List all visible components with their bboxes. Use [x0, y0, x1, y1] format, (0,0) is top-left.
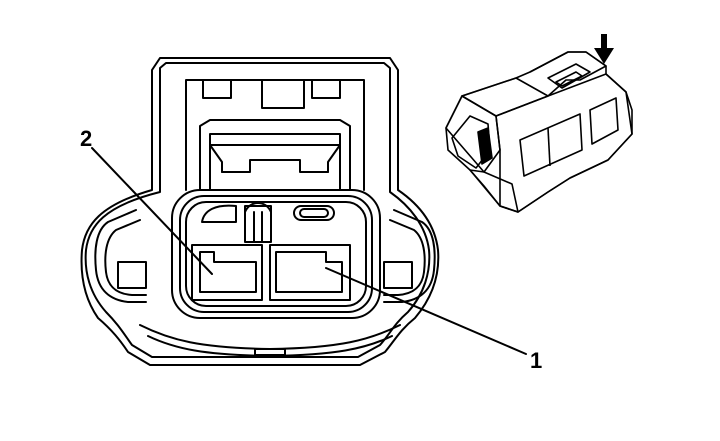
- top-lock-notch-center: [261, 79, 305, 109]
- key-slot-left: [201, 204, 237, 223]
- right-latch-wing-inner: [383, 219, 426, 296]
- callout-label-1: 1: [530, 348, 542, 373]
- connector-face-view: [80, 57, 527, 366]
- iso-lock-slot: [555, 71, 583, 87]
- cavity-housing-mid: [179, 195, 373, 313]
- iso-front-terminal: [477, 127, 493, 165]
- key-slot-right: [293, 205, 335, 221]
- iso-rib-2: [589, 97, 619, 145]
- iso-rib-1: [519, 113, 583, 177]
- iso-rib-line: [547, 127, 551, 167]
- lock-arm-wedge-left: [209, 144, 223, 173]
- top-lock-notch-left: [202, 79, 232, 99]
- iso-lock-tab: [547, 63, 591, 89]
- iso-top-face: [461, 77, 549, 117]
- shell-bottom-tab: [254, 348, 286, 356]
- terminal-cavity-2-inner: [199, 251, 257, 293]
- leader-line-2: [91, 147, 213, 275]
- terminal-cavity-1: [269, 244, 351, 301]
- lock-arm-inner: [209, 133, 341, 191]
- iso-side-face: [495, 73, 633, 213]
- lock-arm-step: [221, 159, 329, 173]
- right-latch-wing: [383, 209, 436, 303]
- cavity-housing-outer: [171, 189, 381, 319]
- terminal-cavity-2: [191, 244, 263, 301]
- left-latch-wing: [94, 209, 147, 303]
- top-lock-notch-right: [311, 79, 341, 99]
- polarizing-post-cap: [244, 202, 272, 213]
- iso-lock-hump: [529, 51, 607, 97]
- connector-outer-shell: [80, 57, 440, 366]
- down-arrow-icon: [594, 34, 614, 64]
- right-latch-window: [383, 261, 413, 289]
- left-latch-wing-inner: [104, 219, 147, 296]
- iso-bottom-foot: [469, 169, 519, 213]
- iso-front-face: [445, 95, 501, 173]
- connector-outer-shell-inner: [84, 62, 431, 358]
- terminal-cavity-1-inner: [275, 251, 343, 293]
- left-latch-window: [117, 261, 147, 289]
- key-slot-right-inner: [299, 208, 329, 218]
- polarizing-post: [244, 205, 272, 243]
- cavity-housing-inner: [185, 201, 367, 307]
- shell-bottom-contour-2: [147, 335, 393, 357]
- shell-bottom-contour: [139, 324, 401, 350]
- lock-arm-wedge-right: [327, 144, 341, 173]
- connector-isometric-view: [445, 51, 633, 213]
- callout-label-2: 2: [80, 126, 92, 151]
- leader-line-1: [325, 267, 527, 355]
- lock-arm: [199, 119, 351, 191]
